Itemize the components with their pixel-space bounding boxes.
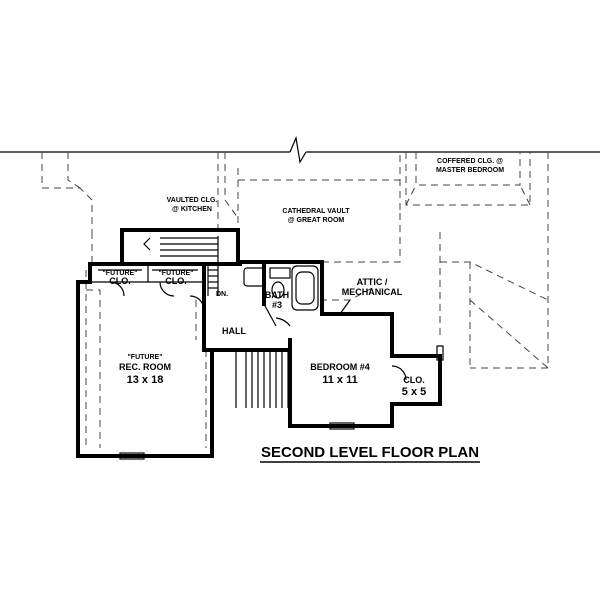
roof-outline <box>0 135 600 164</box>
future-closet-1-label: CLO. <box>109 276 131 286</box>
stair-down-label: DN. <box>216 291 228 298</box>
bath-label: BATH <box>265 290 289 300</box>
ceiling-dashed-lines <box>41 152 549 448</box>
ceiling-label-kitchen-2: @ KITCHEN <box>172 206 212 213</box>
future-closet-2-label: CLO. <box>165 276 187 286</box>
rec-room-tag: "FUTURE" <box>127 354 162 361</box>
closet-size: 5 x 5 <box>402 386 426 398</box>
ceiling-label-master-2: MASTER BEDROOM <box>436 167 504 174</box>
closet-label: CLO. <box>403 375 425 385</box>
ceiling-label-great-room-1: CATHEDRAL VAULT <box>282 208 350 215</box>
bedroom-size: 11 x 11 <box>322 374 358 386</box>
hall-label: HALL <box>222 326 246 336</box>
interior-details <box>92 236 444 460</box>
bath-number: #3 <box>272 300 282 310</box>
rec-room-label: REC. ROOM <box>119 362 171 372</box>
ceiling-label-kitchen-1: VAULTED CLG. <box>167 197 218 204</box>
future-closet-1-tag: "FUTURE" <box>102 270 137 277</box>
bedroom-label: BEDROOM #4 <box>310 362 370 372</box>
attic-label-1: ATTIC / <box>357 277 388 287</box>
ceiling-label-great-room-2: @ GREAT ROOM <box>288 217 345 224</box>
ceiling-label-master-1: COFFERED CLG. @ <box>437 158 503 165</box>
rec-room-size: 13 x 18 <box>127 374 164 386</box>
plan-title: SECOND LEVEL FLOOR PLAN <box>261 444 479 461</box>
attic-label-2: MECHANICAL <box>342 287 403 297</box>
walls <box>76 228 442 458</box>
future-closet-2-tag: "FUTURE" <box>158 270 193 277</box>
